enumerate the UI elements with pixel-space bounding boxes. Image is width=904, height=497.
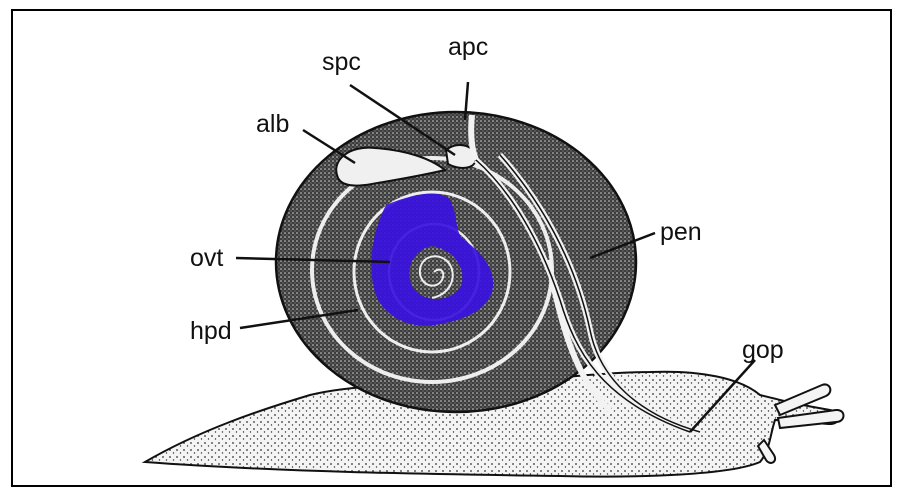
label-apc: apc [448, 33, 488, 61]
label-spc: spc [322, 48, 361, 76]
label-pen: pen [660, 218, 702, 246]
label-alb: alb [256, 110, 289, 138]
label-hpd: hpd [190, 317, 232, 345]
label-gop: gop [742, 336, 784, 364]
label-ovt: ovt [190, 244, 223, 272]
